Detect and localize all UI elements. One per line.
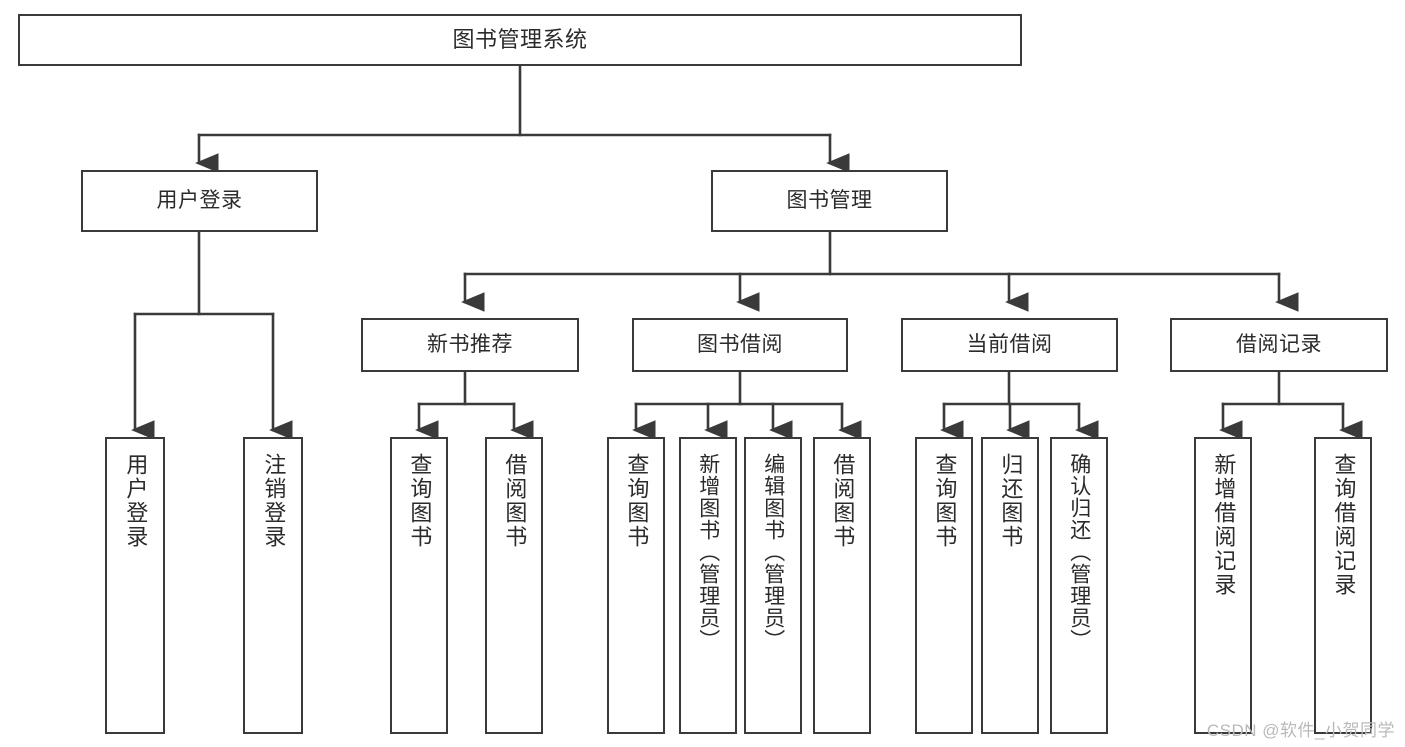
- node-label: 借阅记录: [1236, 332, 1322, 356]
- leaf-new-book-query-book[interactable]: 查询图书: [390, 437, 448, 734]
- leaf-borrow-record-add-record[interactable]: 新增借阅记录: [1194, 437, 1252, 734]
- node-book-borrow[interactable]: 图书借阅: [632, 318, 848, 372]
- node-book-management[interactable]: 图书管理: [711, 170, 948, 232]
- node-label: 新书推荐: [427, 332, 513, 356]
- watermark-text: CSDN @软件_小贺同学: [1206, 721, 1395, 740]
- node-label: 注销登录: [261, 453, 287, 549]
- leaf-current-borrow-return-book[interactable]: 归还图书: [981, 437, 1039, 734]
- leaf-user-login-logout[interactable]: 注销登录: [243, 437, 303, 734]
- leaf-new-book-borrow-book[interactable]: 借阅图书: [485, 437, 543, 734]
- node-label: 借阅图书: [502, 453, 528, 549]
- leaf-current-borrow-confirm-return-admin[interactable]: 确认归还（管理员）: [1050, 437, 1108, 734]
- node-label: 图书管理系统: [452, 27, 588, 53]
- node-borrow-record[interactable]: 借阅记录: [1170, 318, 1388, 372]
- leaf-book-borrow-query-book[interactable]: 查询图书: [607, 437, 665, 734]
- node-current-borrow[interactable]: 当前借阅: [901, 318, 1118, 372]
- node-label: 新增借阅记录: [1211, 453, 1237, 597]
- node-label: 查询借阅记录: [1331, 453, 1357, 597]
- node-new-book-recommend[interactable]: 新书推荐: [361, 318, 579, 372]
- node-label: 图书借阅: [697, 332, 783, 356]
- node-user-login[interactable]: 用户登录: [81, 170, 318, 232]
- leaf-user-login-login[interactable]: 用户登录: [105, 437, 165, 734]
- node-label: 当前借阅: [966, 332, 1053, 356]
- node-label: 新增图书（管理员）: [696, 453, 720, 651]
- node-root-book-management-system[interactable]: 图书管理系统: [18, 14, 1022, 66]
- node-label: 编辑图书（管理员）: [761, 453, 785, 651]
- node-label: 确认归还（管理员）: [1067, 453, 1091, 651]
- node-label: 查询图书: [932, 453, 958, 549]
- node-label: 借阅图书: [830, 453, 856, 549]
- node-label: 用户登录: [156, 188, 243, 212]
- leaf-borrow-record-query-record[interactable]: 查询借阅记录: [1314, 437, 1372, 734]
- leaf-book-borrow-borrow-book[interactable]: 借阅图书: [813, 437, 871, 734]
- leaf-book-borrow-add-book-admin[interactable]: 新增图书（管理员）: [679, 437, 737, 734]
- node-label: 归还图书: [998, 453, 1024, 549]
- node-label: 查询图书: [624, 453, 650, 549]
- leaf-current-borrow-query-book[interactable]: 查询图书: [915, 437, 973, 734]
- node-label: 图书管理: [786, 188, 873, 212]
- leaf-book-borrow-edit-book-admin[interactable]: 编辑图书（管理员）: [744, 437, 802, 734]
- node-label: 查询图书: [407, 453, 433, 549]
- node-label: 用户登录: [123, 453, 149, 549]
